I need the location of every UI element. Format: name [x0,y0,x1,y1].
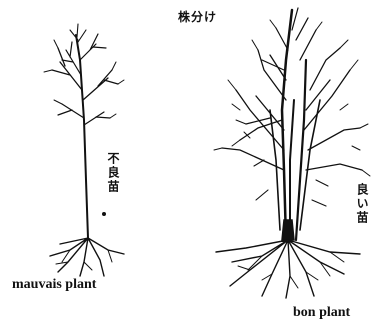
good-plant-drawing [214,8,370,298]
bad-plant-caption: mauvais plant [12,277,96,293]
good-plant-caption: bon plant [293,305,350,321]
figure-title: 株分け [178,8,217,25]
good-plant-label-jp: 良い苗 [356,183,368,225]
bad-plant-label-jp: 不良苗 [107,152,119,194]
bad-plant-drawing [44,24,124,276]
